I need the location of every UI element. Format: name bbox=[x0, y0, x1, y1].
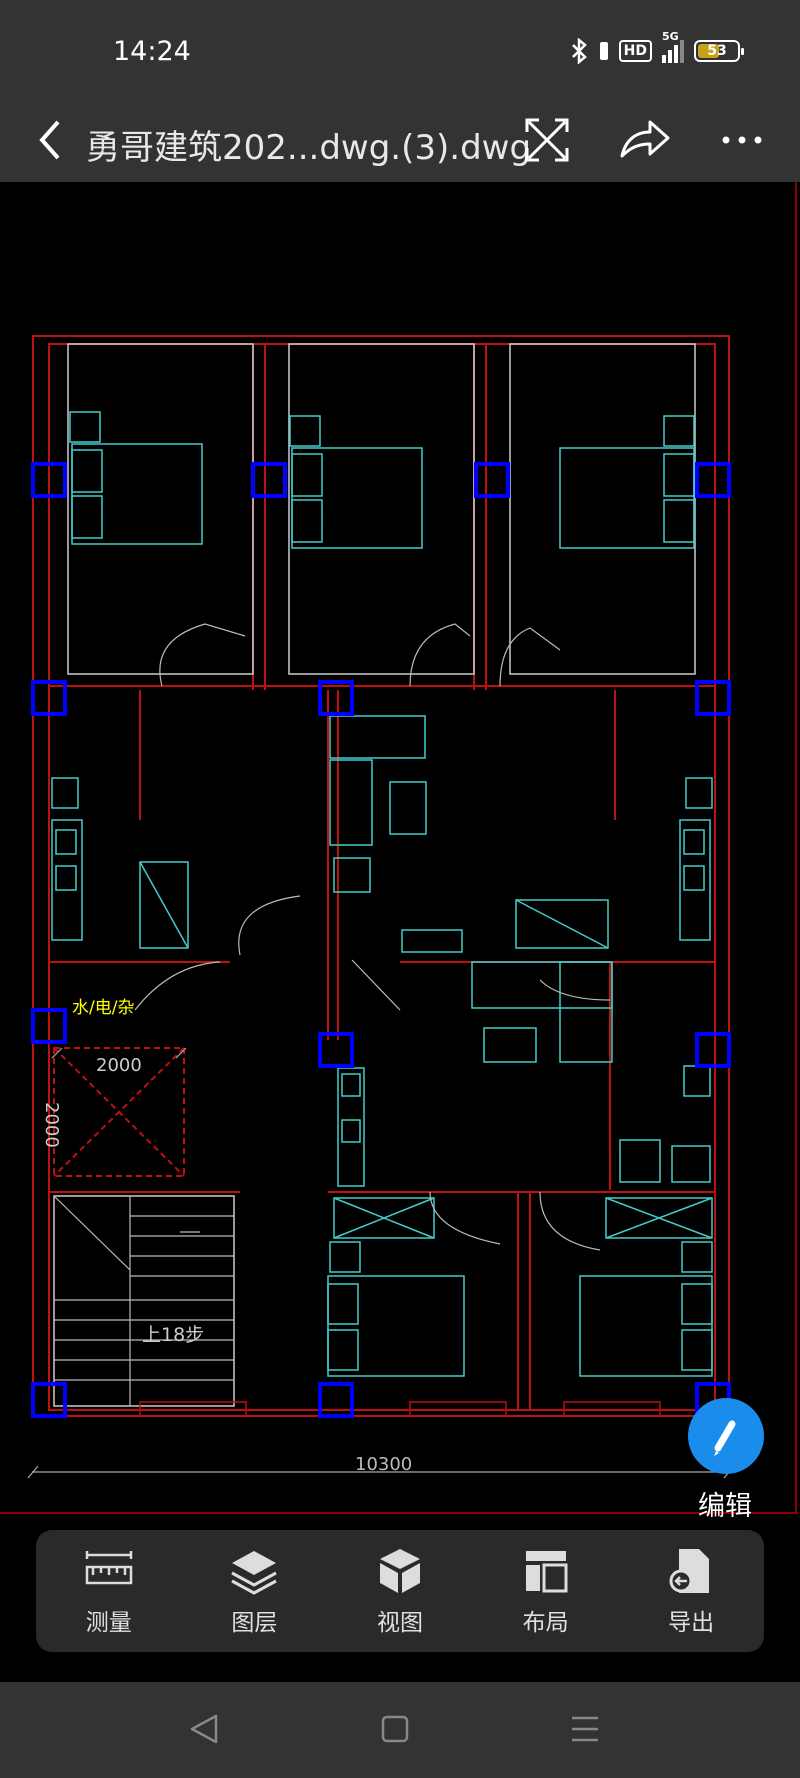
network-type: 5G bbox=[662, 29, 679, 43]
view-label: 视图 bbox=[376, 1610, 423, 1636]
vibrate-icon bbox=[599, 42, 608, 60]
file-title: 勇哥建筑202...dwg.(3).dwg bbox=[86, 128, 532, 168]
status-bar: 14:24 HD 5G 53 bbox=[0, 0, 800, 100]
export-button[interactable]: 导出 bbox=[641, 1536, 741, 1646]
export-icon bbox=[669, 1549, 710, 1593]
layers-label: 图层 bbox=[231, 1610, 278, 1636]
elevator-width-dim: 2000 bbox=[96, 1055, 142, 1076]
fullscreen-icon[interactable] bbox=[519, 112, 575, 168]
floor-plan[interactable] bbox=[0, 182, 800, 1522]
nav-back-icon[interactable] bbox=[180, 1704, 230, 1754]
stair-label: 上18步 bbox=[142, 1324, 205, 1346]
layers-button[interactable]: 图层 bbox=[204, 1536, 304, 1646]
edit-label: 编辑 bbox=[698, 1491, 752, 1522]
layout-label: 布局 bbox=[522, 1610, 569, 1636]
hd-icon: HD bbox=[618, 40, 652, 62]
drawing-boundary-bottom bbox=[0, 1512, 798, 1514]
edit-button[interactable] bbox=[688, 1398, 764, 1474]
measure-label: 测量 bbox=[85, 1610, 132, 1636]
status-icons: HD 5G 53 bbox=[571, 30, 744, 64]
title-bar: 勇哥建筑202...dwg.(3).dwg bbox=[0, 100, 800, 182]
battery-icon: 53 bbox=[694, 40, 744, 62]
status-time: 14:24 bbox=[113, 36, 191, 67]
bluetooth-icon bbox=[571, 38, 587, 64]
back-icon[interactable] bbox=[28, 110, 78, 170]
layers-icon bbox=[231, 1551, 278, 1595]
system-nav-bar bbox=[0, 1682, 800, 1778]
signal-icon: 5G bbox=[662, 30, 684, 63]
drawing-boundary-right bbox=[795, 182, 797, 1514]
cad-canvas[interactable]: 水/电/杂 2000 2000 上18步 10300 bbox=[0, 182, 800, 1682]
share-icon[interactable] bbox=[616, 112, 672, 168]
battery-level: 53 bbox=[707, 43, 727, 59]
measure-button[interactable]: 测量 bbox=[59, 1536, 159, 1646]
export-label: 导出 bbox=[668, 1610, 715, 1636]
measure-icon bbox=[85, 1551, 133, 1585]
nav-menu-icon[interactable] bbox=[560, 1704, 610, 1754]
layout-icon bbox=[525, 1551, 568, 1593]
view-button[interactable]: 视图 bbox=[350, 1536, 450, 1646]
nav-home-icon[interactable] bbox=[370, 1704, 420, 1754]
elevator-height-dim: 2000 bbox=[41, 1102, 62, 1148]
room-label: 水/电/杂 bbox=[72, 998, 135, 1018]
pencil-icon bbox=[714, 1420, 736, 1456]
more-icon[interactable] bbox=[714, 112, 770, 168]
cube-icon bbox=[379, 1549, 420, 1593]
layout-button[interactable]: 布局 bbox=[496, 1536, 596, 1646]
bottom-toolbar: 测量 图层 视图 布局 导出 bbox=[36, 1530, 764, 1652]
total-dimension: 10300 bbox=[355, 1454, 413, 1475]
